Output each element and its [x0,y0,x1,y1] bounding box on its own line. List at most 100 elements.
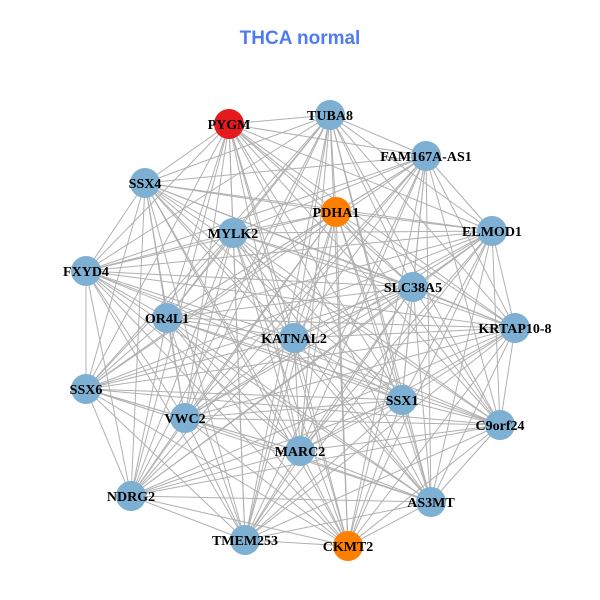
node-label: PDHA1 [313,206,360,221]
node-TUBA8: TUBA8 [307,100,353,130]
node-OR4L1: OR4L1 [145,303,189,333]
edge-KATNAL2-SSX1 [293,337,403,401]
edge-ELMOD1-SSX6 [85,230,493,390]
edge-C9orf24-CKMT2 [347,424,501,547]
edge-SSX4-SSX1 [144,182,403,401]
node-label: TUBA8 [307,109,353,124]
edge-FXYD4-VWC2 [85,270,186,419]
node-label: OR4L1 [145,312,189,327]
edge-TUBA8-NDRG2 [130,114,331,497]
edge-ELMOD1-C9orf24 [491,230,501,426]
node-FAM167A-AS1: FAM167A-AS1 [380,141,472,171]
edge-SLC38A5-C9orf24 [412,286,501,426]
node-CKMT2: CKMT2 [323,531,373,561]
node-circle [71,256,101,286]
edge-TUBA8-SSX4 [144,114,331,184]
node-TMEM253: TMEM253 [212,525,278,555]
edge-SLC38A5-TMEM253 [244,286,414,541]
edge-PYGM-SSX1 [228,123,403,401]
edge-SLC38A5-KATNAL2 [293,286,414,339]
edge-MYLK2-VWC2 [184,232,234,419]
edge-MARC2-CKMT2 [299,450,349,547]
node-circle [477,216,507,246]
edge-OR4L1-AS3MT [166,317,432,503]
edge-KATNAL2-NDRG2 [130,337,295,497]
node-circle [333,531,363,561]
node-FXYD4: FXYD4 [63,256,109,286]
edge-KRTAP10-8-TMEM253 [244,327,516,541]
node-circle [321,197,351,227]
node-label: SSX6 [70,383,103,398]
edge-SLC38A5-OR4L1 [166,286,414,319]
edge-SSX6-SSX1 [85,388,403,401]
edge-SLC38A5-KRTAP10-8 [412,286,516,329]
edge-SSX6-TMEM253 [85,388,246,541]
edge-OR4L1-TMEM253 [166,317,246,541]
edge-ELMOD1-FXYD4 [85,230,493,272]
edge-OR4L1-VWC2 [166,317,186,419]
node-circle [315,100,345,130]
edge-MYLK2-C9orf24 [232,232,501,426]
edge-NDRG2-AS3MT [130,495,432,503]
edge-C9orf24-AS3MT [430,424,501,503]
edge-KRTAP10-8-CKMT2 [347,327,516,547]
edge-PDHA1-AS3MT [335,211,432,503]
node-circle [214,109,244,139]
edge-FXYD4-TMEM253 [85,270,246,541]
node-ELMOD1: ELMOD1 [462,216,522,246]
node-circle [411,141,441,171]
node-MYLK2: MYLK2 [208,218,259,248]
node-label: SSX4 [129,177,162,192]
node-circle [230,525,260,555]
edge-ELMOD1-OR4L1 [166,230,493,319]
edge-ELMOD1-KRTAP10-8 [491,230,516,329]
edge-OR4L1-CKMT2 [166,317,349,547]
node-NDRG2: NDRG2 [107,481,155,511]
edge-FAM167A-AS1-VWC2 [184,155,427,419]
node-MARC2: MARC2 [275,436,326,466]
edge-FAM167A-AS1-C9orf24 [425,155,501,426]
edge-PDHA1-SLC38A5 [335,211,414,288]
edge-MARC2-TMEM253 [244,450,301,541]
node-label: VWC2 [164,412,205,427]
edge-ELMOD1-TMEM253 [244,230,493,541]
node-label: FAM167A-AS1 [380,150,472,165]
edge-TMEM253-CKMT2 [244,539,349,547]
node-label: MARC2 [275,445,326,460]
edge-ELMOD1-MYLK2 [232,230,493,234]
node-PYGM: PYGM [208,109,250,139]
edge-KATNAL2-C9orf24 [293,337,501,426]
edge-AS3MT-TMEM253 [244,501,432,541]
edge-SSX4-ELMOD1 [144,182,493,232]
edge-MYLK2-KATNAL2 [232,232,295,339]
node-label: MYLK2 [208,227,259,242]
edge-FXYD4-OR4L1 [85,270,168,319]
edge-SSX4-MARC2 [144,182,301,452]
node-VWC2: VWC2 [164,403,206,433]
edge-FXYD4-SSX1 [85,270,403,401]
node-circle [416,487,446,517]
edge-KATNAL2-CKMT2 [293,337,349,547]
node-circle [116,481,146,511]
node-circle [130,168,160,198]
edge-KRTAP10-8-C9orf24 [499,327,516,426]
edge-SLC38A5-SSX6 [85,286,414,390]
edge-SSX6-C9orf24 [85,388,501,426]
edge-SSX4-TMEM253 [144,182,246,541]
node-C9orf24: C9orf24 [476,410,525,440]
edge-MYLK2-KRTAP10-8 [232,232,516,329]
edge-C9orf24-TMEM253 [244,424,501,541]
edge-FXYD4-KATNAL2 [85,270,295,339]
edge-SSX6-AS3MT [85,388,432,503]
edge-MYLK2-OR4L1 [166,232,234,319]
edge-NDRG2-CKMT2 [130,495,349,547]
node-SSX6: SSX6 [70,374,103,404]
edge-SSX1-AS3MT [401,399,432,503]
node-label: AS3MT [407,496,455,511]
edge-FAM167A-AS1-KATNAL2 [293,155,427,339]
edge-KRTAP10-8-AS3MT [430,327,516,503]
edge-KRTAP10-8-KATNAL2 [293,327,516,339]
edge-FAM167A-AS1-MYLK2 [232,155,427,234]
